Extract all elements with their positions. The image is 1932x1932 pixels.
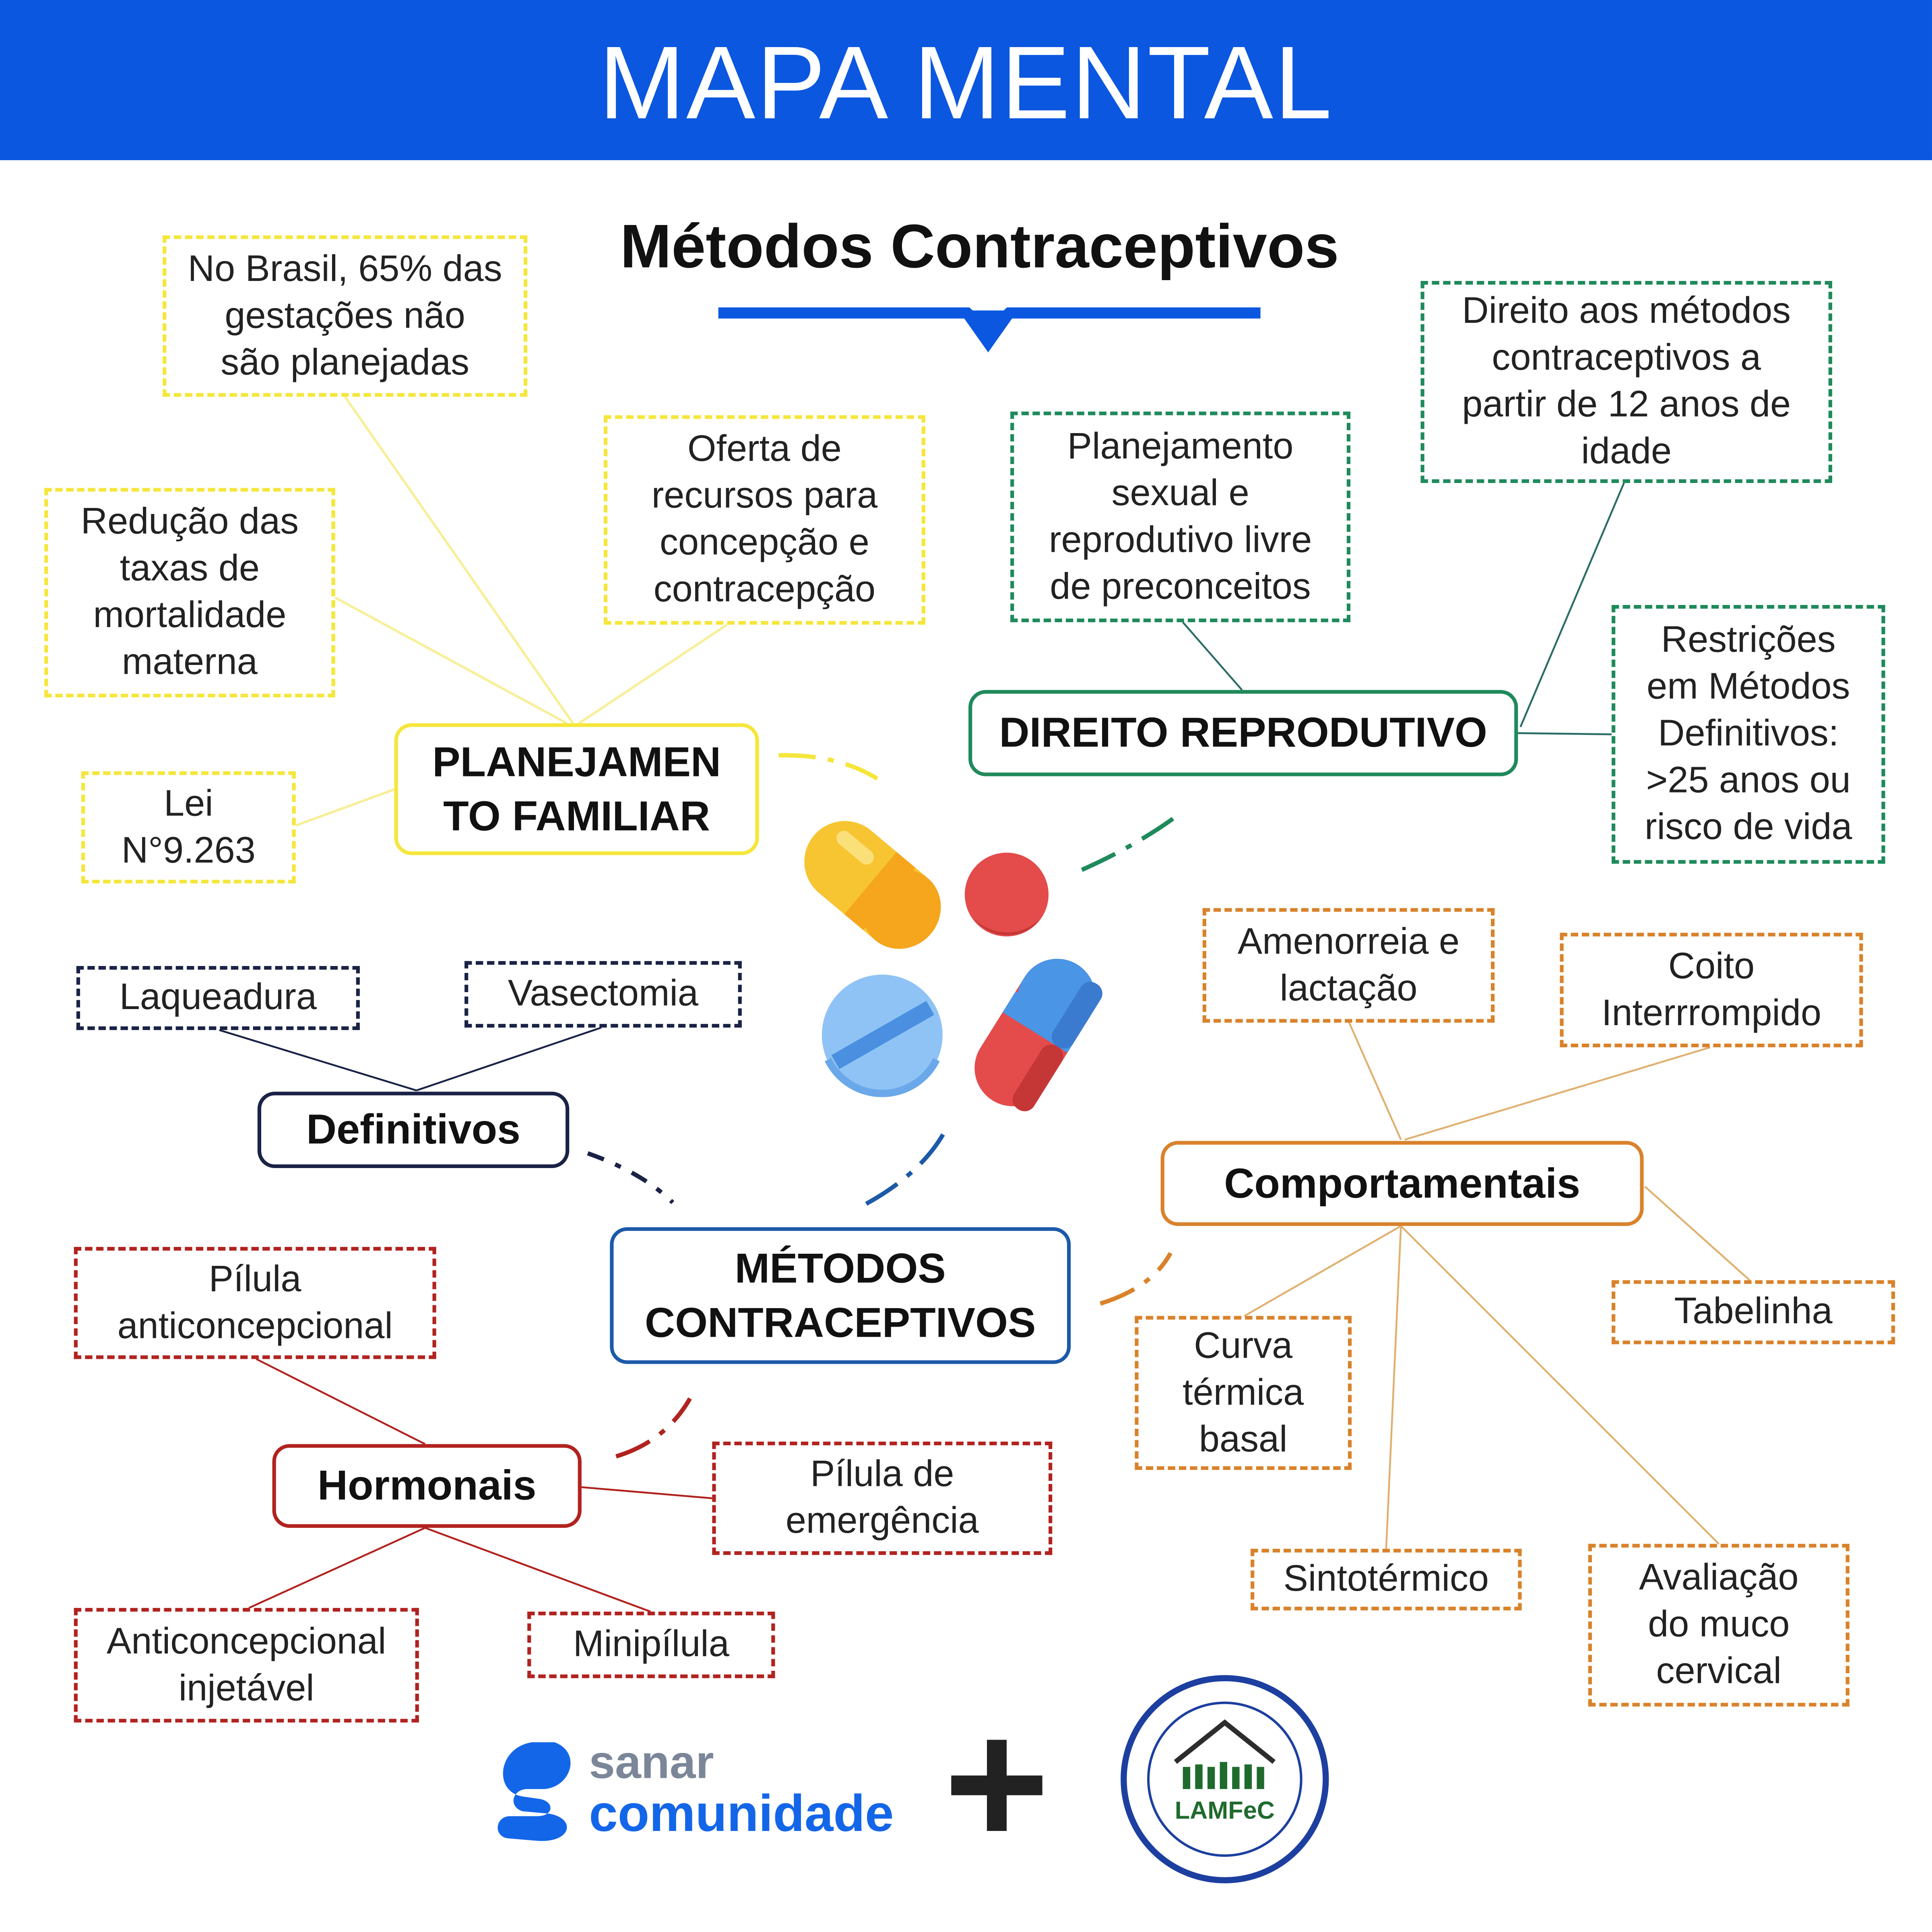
connector-restricoes [1518, 732, 1612, 735]
connector-planejamento-sexual [1182, 621, 1243, 691]
connector-lei [295, 787, 397, 827]
node-metodos-contraceptivos: MÉTODOS CONTRACEPTIVOS [610, 1227, 1071, 1364]
pill-red-round-icon [964, 852, 1049, 937]
pill-blue-red-capsule-icon [974, 959, 1102, 1111]
leaf-reducao: Redução das taxas de mortalidade materna [44, 488, 335, 698]
arc-metodos [865, 1123, 951, 1206]
node-planejamento-familiar: PLANEJAMEN TO FAMILIAR [394, 723, 759, 855]
sanar-line2: comunidade [589, 1784, 894, 1842]
sanar-line1: sanar [589, 1737, 714, 1789]
leaf-muco: Avaliação do muco cervical [1588, 1544, 1849, 1707]
lamfec-seal-logo: LAMFeC [1121, 1675, 1329, 1884]
connector-oferta [578, 623, 728, 724]
leaf-amenorreia: Amenorreia e lactação [1202, 908, 1495, 1023]
pill-blue-tablet-icon [822, 974, 943, 1097]
map-subtitle: Métodos Contraceptivos [620, 212, 1339, 281]
connector-reducao [334, 596, 568, 724]
connector-gestacoes [344, 396, 574, 724]
node-direito-reprodutivo: DIREITO REPRODUTIVO [968, 690, 1518, 776]
connector-vasectomia [416, 1026, 602, 1092]
leaf-curva: Curva térmica basal [1135, 1316, 1352, 1470]
connector-sintotermico [1385, 1226, 1402, 1549]
leaf-direito-12: Direito aos métodos contraceptivos a par… [1420, 281, 1833, 483]
connector-muco [1400, 1225, 1719, 1545]
connector-direito-12 [1519, 483, 1625, 728]
leaf-restricoes: Restrições em Métodos Definitivos: >25 a… [1612, 605, 1885, 864]
connector-laqueadura [219, 1029, 417, 1092]
connector-amenorreia [1348, 1022, 1402, 1140]
leaf-laqueadura: Laqueadura [76, 966, 360, 1030]
connector-minipilula [425, 1527, 651, 1613]
plus-icon [951, 1740, 1042, 1831]
connector-tabelinha [1644, 1186, 1750, 1281]
header-banner: MAPA MENTAL [0, 0, 1932, 160]
leaf-gestacoes: No Brasil, 65% das gestações não são pla… [163, 235, 528, 397]
arc-direito [1081, 811, 1182, 872]
connector-injetavel [248, 1527, 426, 1609]
leaf-oferta: Oferta de recursos para concepção e cont… [603, 415, 925, 625]
leaf-planejamento-sexual: Planejamento sexual e reprodutivo livre … [1010, 411, 1351, 622]
node-definitivos: Definitivos [257, 1092, 570, 1168]
leaf-pilula-emergencia: Pílula de emergência [712, 1441, 1053, 1555]
arc-comportamentais [1100, 1252, 1172, 1306]
leaf-tabelinha: Tabelinha [1612, 1280, 1895, 1344]
arc-planejamento [778, 753, 879, 781]
sanar-logo-icon [497, 1742, 571, 1841]
arc-hormonais [615, 1397, 692, 1459]
page-title: MAPA MENTAL [599, 25, 1333, 140]
leaf-pilula-anticoncepcional: Pílula anticoncepcional [74, 1247, 436, 1359]
leaf-coito: Coito Interrrompido [1560, 933, 1863, 1048]
connector-pilula [256, 1358, 426, 1445]
leaf-vasectomia: Vasectomia [464, 961, 742, 1028]
leaf-sintotermico: Sintotérmico [1251, 1548, 1522, 1610]
leaf-lei: Lei N°9.263 [81, 771, 296, 883]
subtitle-chevron [958, 310, 1018, 353]
connector-emergencia [581, 1486, 712, 1499]
seal-label: LAMFeC [1175, 1796, 1275, 1824]
leaf-minipilula: Minipílula [527, 1612, 775, 1678]
connector-curva [1244, 1225, 1402, 1317]
arc-definitivos [587, 1151, 675, 1204]
leaf-injetavel: Anticoncepcional injetável [74, 1608, 419, 1723]
node-hormonais: Hormonais [272, 1444, 582, 1528]
sanar-wordmark: sanar comunidade [589, 1740, 894, 1841]
node-comportamentais: Comportamentais [1160, 1141, 1644, 1226]
connector-coito [1404, 1046, 1711, 1141]
pill-yellow-capsule-icon [804, 821, 941, 949]
